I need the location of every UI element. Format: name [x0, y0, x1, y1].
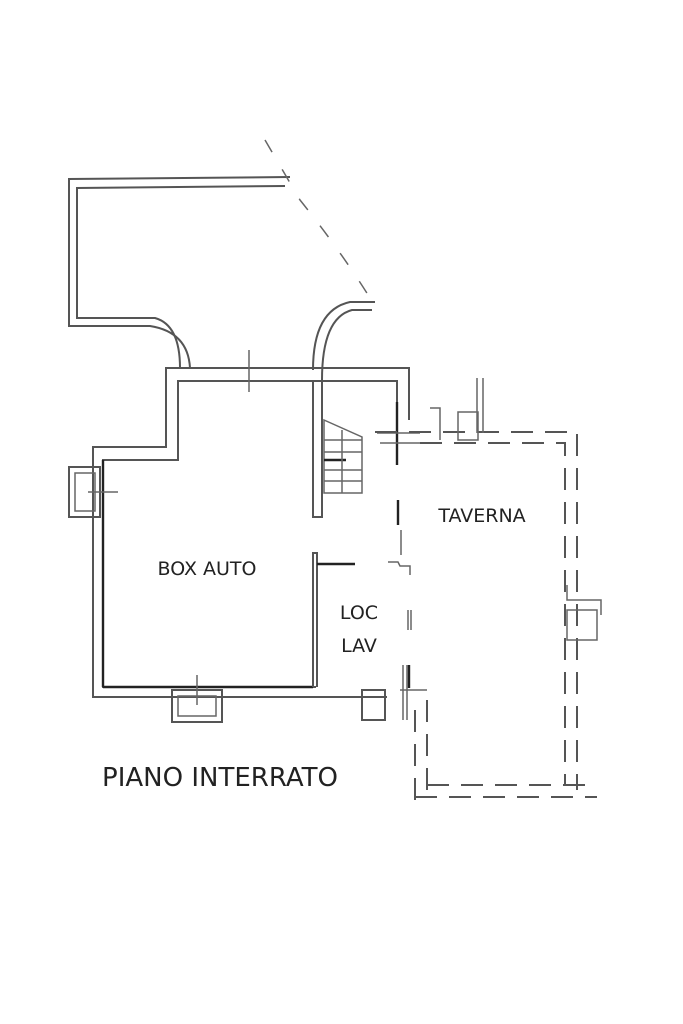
- box-auto-walls: [92, 350, 410, 698]
- room-labels: BOX AUTO TAVERNA LOC LAV PIANO INTERRATO: [102, 505, 526, 793]
- room-label-box-auto: BOX AUTO: [158, 558, 257, 580]
- room-label-taverna: TAVERNA: [437, 505, 525, 527]
- room-label-loc: LOC: [340, 602, 378, 624]
- gate-swing-arc: [264, 139, 371, 299]
- taverna-dashed-outline: [375, 378, 597, 800]
- stairs: [323, 418, 363, 494]
- plan-title: PIANO INTERRATO: [102, 763, 338, 793]
- room-label-lav: LAV: [341, 635, 377, 657]
- windows: [68, 466, 602, 723]
- courtyard: [68, 139, 375, 381]
